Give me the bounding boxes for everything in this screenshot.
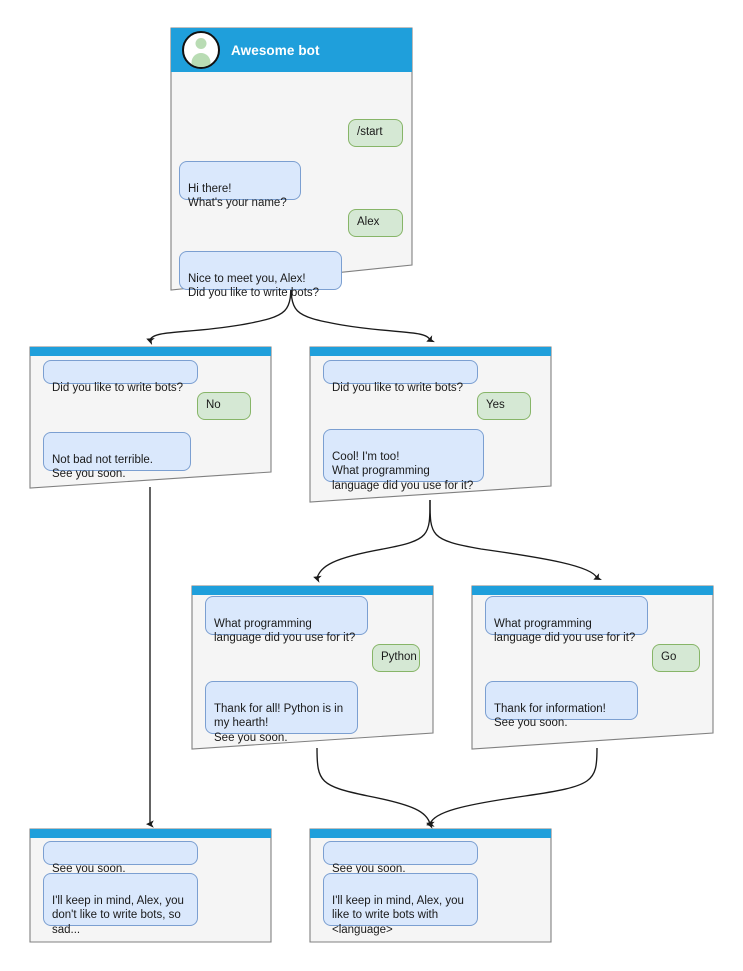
message-text: Nice to meet you, Alex! Did you like to … — [188, 272, 320, 300]
message-text: See you soon. — [52, 862, 126, 875]
node-header-strip — [192, 586, 433, 595]
bot-message-bubble[interactable]: Not bad not terrible. See you soon. — [43, 432, 191, 480]
message-text: Python — [381, 651, 417, 664]
node-header-strip — [310, 829, 551, 838]
message-text: Hi there! What's your name? — [188, 182, 287, 210]
node-header-strip — [310, 347, 551, 356]
message-text: Not bad not terrible. See you soon. — [52, 453, 154, 481]
bot-message-bubble[interactable]: Cool! I'm too! What programming language… — [323, 429, 484, 492]
node-answer-no[interactable]: Did you like to write bots? No Not bad n… — [29, 346, 272, 489]
message-text: Alex — [357, 216, 380, 229]
user-message-bubble[interactable]: No — [197, 392, 251, 420]
node-end-happy[interactable]: See you soon. I'll keep in mind, Alex, y… — [309, 828, 552, 943]
user-message-bubble[interactable]: Yes — [477, 392, 531, 420]
node-header-strip — [30, 829, 271, 838]
node-root[interactable]: Awesome bot /start Hi there! What's your… — [170, 27, 413, 299]
user-message-bubble[interactable]: Alex — [348, 209, 403, 237]
bot-message-bubble[interactable]: Thank for information! See you soon. — [485, 681, 638, 729]
user-message-bubble[interactable]: /start — [348, 119, 403, 147]
edge-yes-to-python — [313, 499, 431, 583]
bot-message-bubble[interactable]: See you soon. — [323, 841, 478, 875]
bot-title: Awesome bot — [231, 42, 320, 58]
bot-message-bubble[interactable]: Thank for all! Python is in my hearth! S… — [205, 681, 358, 744]
bot-message-bubble[interactable]: See you soon. — [43, 841, 198, 875]
edge-yes-to-go — [429, 499, 602, 581]
node-header-strip — [472, 586, 713, 595]
person-avatar-icon — [182, 31, 220, 69]
bot-message-bubble[interactable]: Nice to meet you, Alex! Did you like to … — [179, 251, 342, 299]
root-header: Awesome bot — [171, 28, 412, 72]
bot-message-bubble[interactable]: What programming language did you use fo… — [205, 596, 368, 644]
message-text: Did you like to write bots? — [52, 381, 184, 394]
bot-message-bubble[interactable]: Did you like to write bots? — [323, 360, 478, 394]
node-language-python[interactable]: What programming language did you use fo… — [191, 585, 434, 750]
node-header-strip — [30, 347, 271, 356]
bot-message-bubble[interactable]: I'll keep in mind, Alex, you don't like … — [43, 873, 198, 936]
message-text: See you soon. — [332, 862, 406, 875]
node-language-go[interactable]: What programming language did you use fo… — [471, 585, 714, 750]
edge-go-to-end-happy — [426, 747, 598, 829]
message-text: What programming language did you use fo… — [214, 617, 356, 645]
message-text: Yes — [486, 399, 505, 412]
message-text: Go — [661, 651, 677, 664]
message-text: Thank for information! See you soon. — [494, 702, 606, 730]
message-text: I'll keep in mind, Alex, you don't like … — [52, 894, 184, 936]
node-end-sad[interactable]: See you soon. I'll keep in mind, Alex, y… — [29, 828, 272, 943]
message-text: Cool! I'm too! What programming language… — [332, 450, 474, 492]
user-message-bubble[interactable]: Go — [652, 644, 700, 672]
bot-message-bubble[interactable]: Hi there! What's your name? — [179, 161, 301, 209]
message-text: No — [206, 399, 221, 412]
edge-python-to-end-happy — [316, 747, 435, 827]
node-answer-yes[interactable]: Did you like to write bots? Yes Cool! I'… — [309, 346, 552, 503]
bot-message-bubble[interactable]: What programming language did you use fo… — [485, 596, 648, 644]
message-text: I'll keep in mind, Alex, you like to wri… — [332, 894, 464, 936]
bot-message-bubble[interactable]: I'll keep in mind, Alex, you like to wri… — [323, 873, 478, 936]
message-text: /start — [357, 126, 383, 139]
message-text: Did you like to write bots? — [332, 381, 464, 394]
message-text: What programming language did you use fo… — [494, 617, 636, 645]
user-message-bubble[interactable]: Python — [372, 644, 420, 672]
message-text: Thank for all! Python is in my hearth! S… — [214, 702, 344, 744]
bot-message-bubble[interactable]: Did you like to write bots? — [43, 360, 198, 394]
